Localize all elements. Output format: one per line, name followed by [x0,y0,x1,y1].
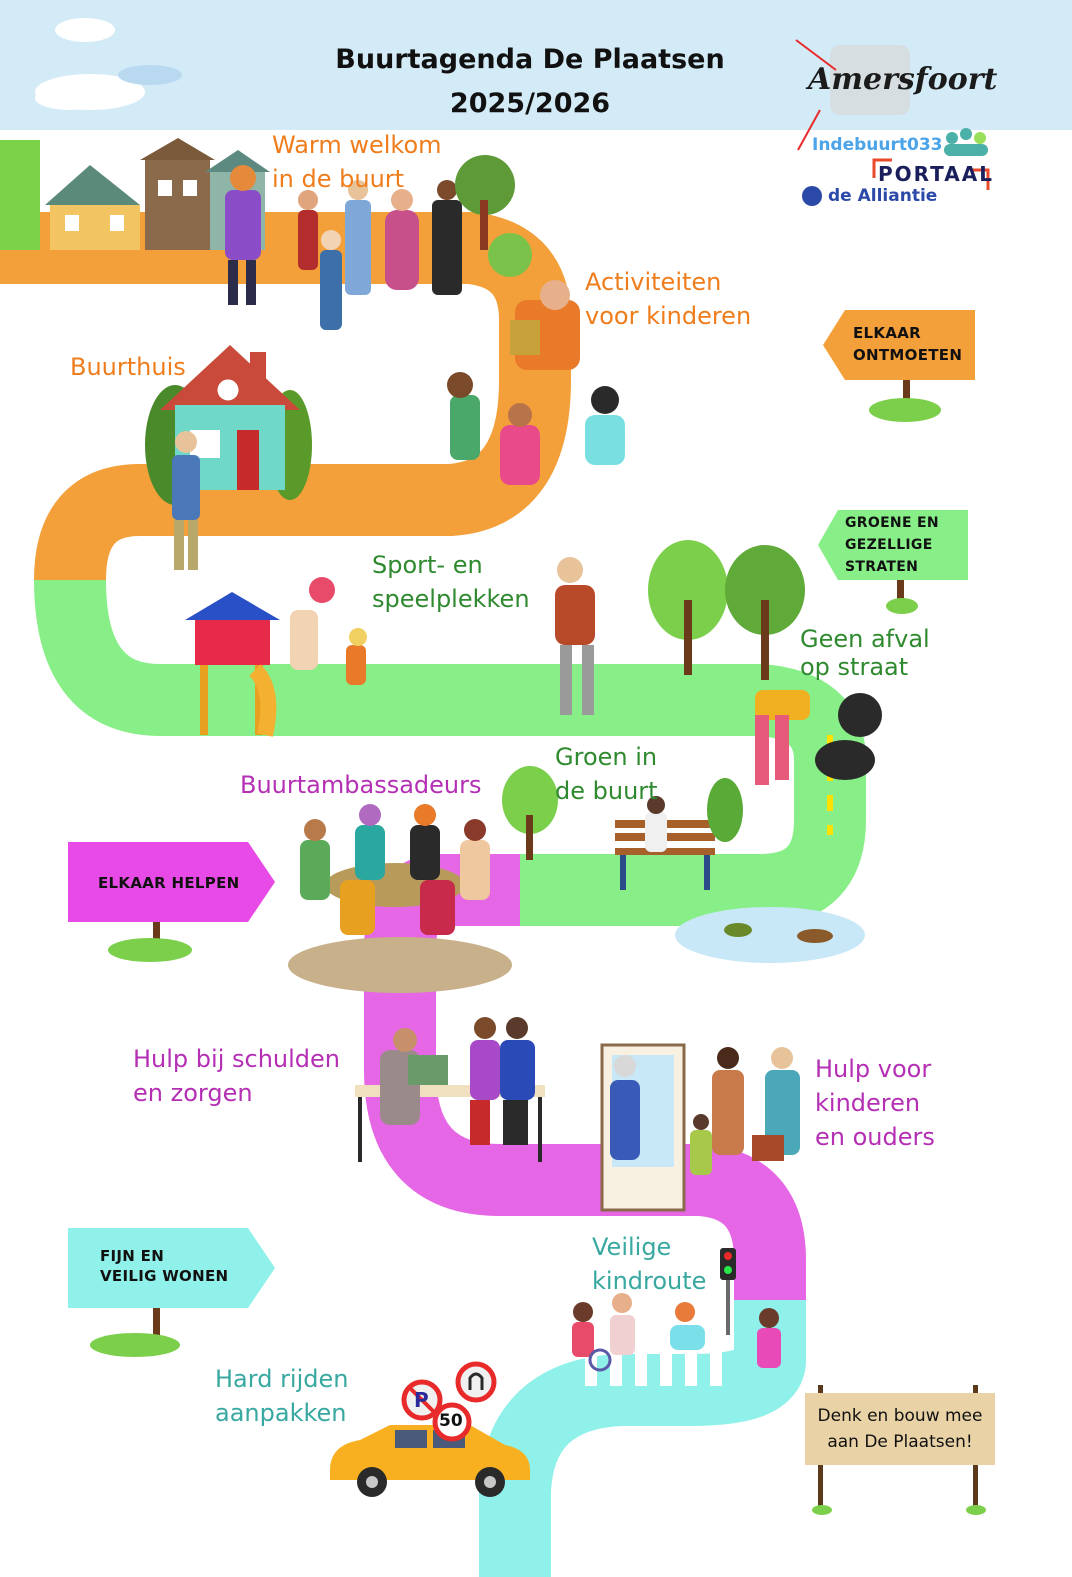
title-line-1: Buurtagenda De Plaatsen [335,44,725,75]
tree-illustration [455,155,532,277]
amersfoort-crest-icon [795,39,910,151]
sign-green-streets: GROENE EN GEZELLIGE STRATEN [845,515,939,575]
participation-board: Denk en bouw mee aan De Plaatsen! [805,1393,995,1465]
label-safe-school-route: Veilige kindroute [592,1233,707,1295]
sign-safe-living: FIJN EN VEILIG WONEN [100,1247,229,1285]
amersfoort-logo: Amersfoort [808,62,998,97]
portaal-bracket-icon [872,158,990,190]
label-warm-welcome: Warm welkom in de buurt [272,131,442,193]
debt-help-illustration [355,1017,545,1162]
no-parking-sign-icon [401,1379,443,1421]
park-bench-illustration [502,766,865,963]
label-green-neighbourhood: Groen in de buurt [555,743,658,805]
sign-green-streets-shape [818,510,968,614]
ambassadors-meeting-illustration [288,804,512,993]
title-line-2: 2025/2026 [449,88,611,119]
sign-meet: ELKAAR ONTMOETEN [853,324,963,364]
speed-limit-value: 50 [439,1411,463,1431]
alliantie-logo: de Alliantie [828,186,938,206]
road-magenta [364,854,806,1300]
indebuurt-logo: Indebuurt033 [812,135,943,155]
traffic-light-icon [720,1248,736,1335]
playground-illustration [185,577,367,737]
portaal-logo: PORTAAL [878,162,994,186]
park-trees-illustration [648,540,805,680]
page-title: Buurtagenda De Plaatsen 2025/2026 [300,38,760,126]
label-sport-play: Sport- en speelplekken [372,551,530,613]
welcoming-people-illustration [225,165,462,330]
label-ambassadors: Buurtambassadeurs [240,771,482,799]
road-cyan [479,1300,806,1577]
no-u-turn-sign-icon [455,1361,497,1403]
label-community-center: Buurthuis [70,353,186,381]
sign-meet-shape [823,310,975,422]
label-debt-help: Hulp bij schulden en zorgen [133,1045,340,1107]
children-activity-illustration [447,280,625,485]
label-tackle-speeding: Hard rijden aanpakken [215,1365,349,1427]
community-center-illustration [145,345,312,570]
label-no-litter: Geen afval op straat [800,625,930,681]
family-visit-illustration [600,1043,800,1212]
sign-help-each-other: ELKAAR HELPEN [98,874,240,892]
speed-limit-sign-icon [432,1402,472,1442]
children-crossing-illustration [572,1293,781,1372]
no-parking-letter: P [414,1388,429,1412]
alliantie-logo-icon [802,186,822,206]
label-help-children-parents: Hulp voor kinderen en ouders [815,1055,935,1151]
sign-safe-living-shape [68,1228,275,1357]
clouds [35,18,182,110]
indebuurt-people-icon [944,128,988,156]
litter-picker-illustration [755,690,882,785]
exercising-man-illustration [555,557,595,715]
car-illustration [330,1425,530,1497]
sign-help-shape [68,842,275,962]
houses-illustration [0,138,270,250]
label-activities-children: Activiteiten voor kinderen [585,268,752,330]
